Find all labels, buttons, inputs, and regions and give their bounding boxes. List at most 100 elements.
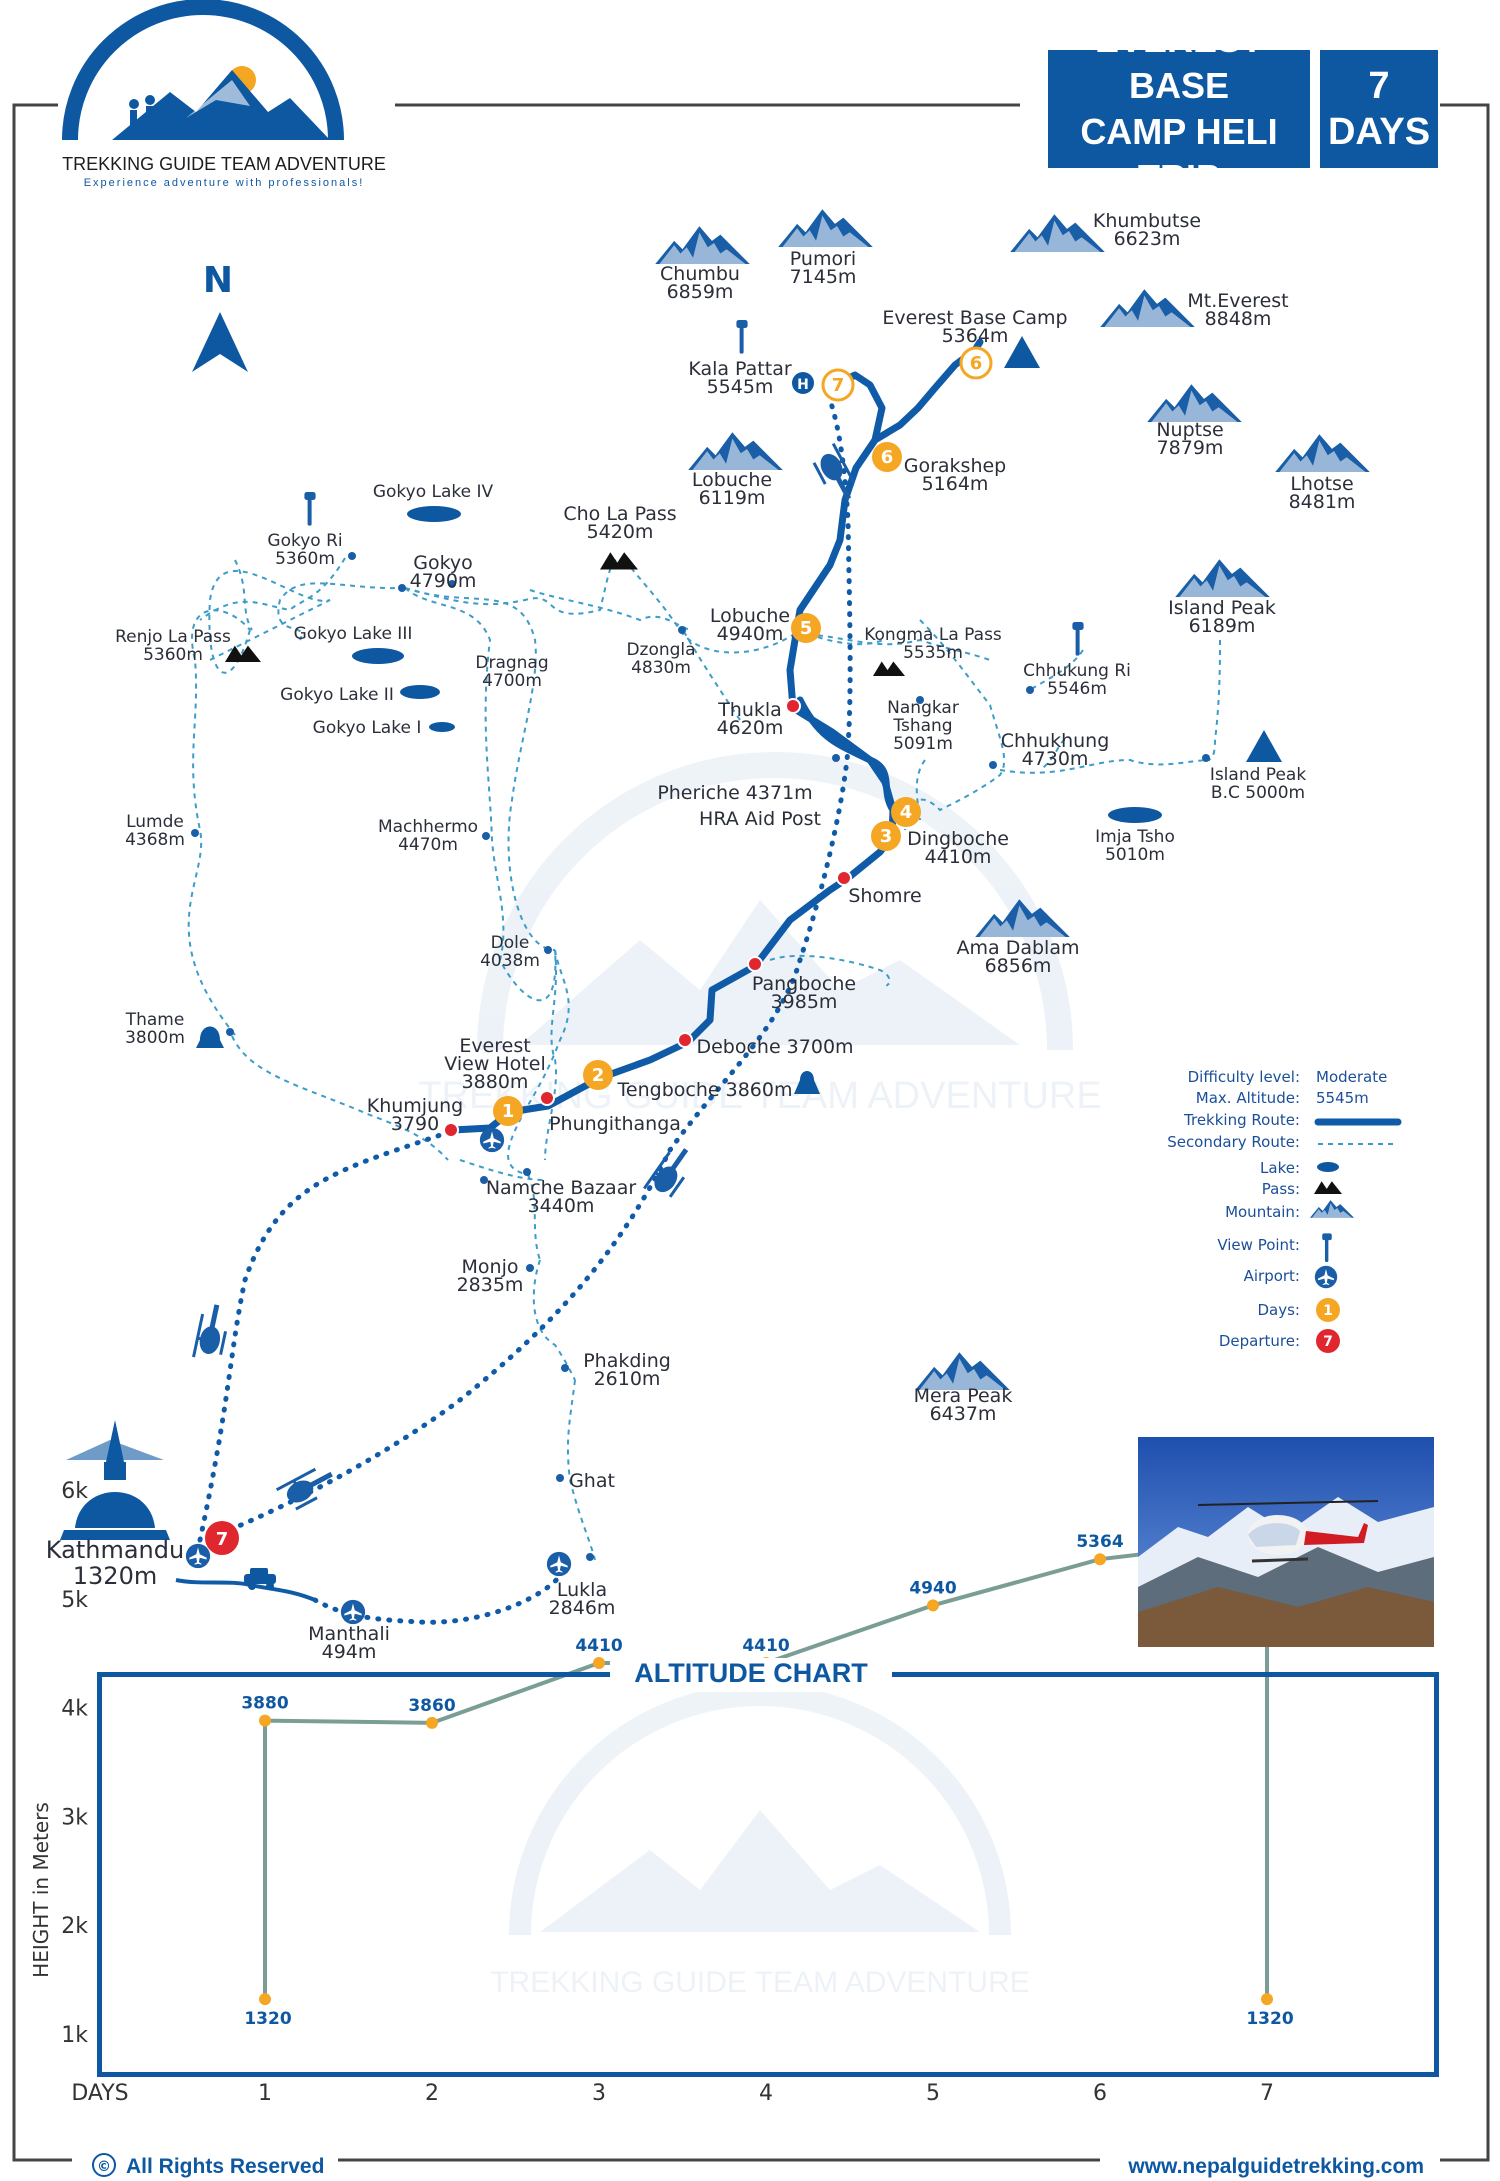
data-label: 5364	[1076, 1532, 1123, 1552]
x-tick-label: 6	[1093, 2081, 1107, 2106]
tent-icons	[196, 336, 1282, 1094]
footer: © All Rights Reserved www.nepalguidetrek…	[92, 2153, 1424, 2178]
legend-symbols: 1 7	[1310, 1118, 1402, 1353]
day-marker-4: 4	[891, 797, 921, 827]
website-url: www.nepalguidetrekking.com	[1127, 2155, 1424, 2178]
brand-tagline: Experience adventure with professionals!	[84, 177, 365, 189]
svg-text:H: H	[797, 377, 809, 393]
y-axis-label: HEIGHT in Meters	[29, 1802, 53, 1978]
data-point	[259, 1714, 271, 1727]
mountain-icon	[1147, 384, 1242, 422]
helicopter-route	[197, 397, 853, 1625]
x-axis-label: DAYS	[71, 2081, 128, 2106]
legend-trekking-label: Trekking Route:	[1184, 1111, 1300, 1129]
legend-difficulty-value: Moderate	[1316, 1068, 1388, 1086]
lake-imja-tsho	[1108, 807, 1162, 823]
tengboche-monastery-icon	[794, 1071, 820, 1094]
airport-icon	[546, 1551, 572, 1577]
helicopter-photo	[1138, 1437, 1434, 1647]
rights-text: All Rights Reserved	[126, 2155, 324, 2178]
legend-pass-label: Pass:	[1261, 1180, 1300, 1198]
day-marker-6b: 6	[959, 346, 993, 380]
page-frame	[12, 103, 1490, 2162]
legend-altitude-value: 5545m	[1316, 1089, 1369, 1107]
label-deboche: Deboche 3700m	[696, 1036, 853, 1058]
svg-text:6: 6	[970, 353, 983, 374]
thame-monastery-icon	[196, 1026, 224, 1048]
start-point	[259, 1993, 271, 2006]
x-tick-label: 4	[759, 2081, 773, 2106]
mountain-icon	[655, 226, 750, 264]
pass-icon	[225, 645, 261, 662]
altitude-chart-frame	[97, 1672, 1439, 2077]
tent-icon	[1246, 730, 1282, 762]
title-line-2: CAMP HELI TRIP	[1080, 111, 1278, 198]
days-box: 7 DAYS	[1320, 50, 1438, 168]
data-point	[927, 1599, 939, 1612]
mountain-icon	[1100, 289, 1195, 327]
helicopter-icon	[192, 1302, 233, 1363]
x-tick-label: 7	[1260, 2081, 1274, 2106]
day-marker-7: 7	[821, 368, 855, 402]
label-tengboche: Tengboche 3860m	[617, 1079, 793, 1101]
viewpoint-icon	[736, 320, 748, 354]
lake-gokyo-i	[429, 722, 455, 732]
airport-icon	[340, 1599, 366, 1625]
departure-marker: 7	[205, 1521, 239, 1555]
y-tick-label: 4k	[61, 1697, 88, 1722]
x-tick-label: 3	[592, 2081, 606, 2106]
label-phungithanga: Phungithanga	[549, 1113, 681, 1135]
end-point	[1261, 1993, 1273, 2006]
day-marker-2: 2	[583, 1060, 613, 1090]
brand-logo: TREKKING GUIDE TEAM ADVENTURE Experience…	[62, 0, 386, 189]
legend-viewpoint-label: View Point:	[1217, 1236, 1300, 1254]
waypoint-dots	[191, 552, 1210, 1561]
label-gokyo-lake-ii: Gokyo Lake II	[280, 685, 394, 705]
label-shomre: Shomre	[848, 885, 921, 907]
lake-gokyo-iii	[352, 648, 404, 664]
end-point-label: 1320	[1246, 2009, 1293, 2029]
days-word: DAYS	[1327, 111, 1431, 153]
title-box: EVEREST BASE CAMP HELI TRIP	[1048, 19, 1310, 198]
svg-text:7: 7	[1323, 1334, 1333, 1350]
departure-dots	[443, 698, 852, 1138]
brand-name: TREKKING GUIDE TEAM ADVENTURE	[62, 154, 386, 174]
day-markers: 1 2 3 4 5 6 6 7 H 7	[205, 346, 993, 1555]
chart-title: ALTITUDE CHART	[610, 1658, 892, 1692]
y-tick-label: 5k	[61, 1588, 88, 1613]
days-number: 7	[1368, 65, 1390, 107]
legend-altitude-label: Max. Altitude:	[1195, 1089, 1300, 1107]
svg-text:4: 4	[900, 802, 913, 823]
pass-icon	[873, 661, 905, 676]
data-label: 3860	[408, 1696, 455, 1716]
lake-gokyo-iv	[407, 506, 461, 522]
mountain-icon	[778, 209, 873, 247]
legend-days-label: Days:	[1257, 1301, 1301, 1319]
